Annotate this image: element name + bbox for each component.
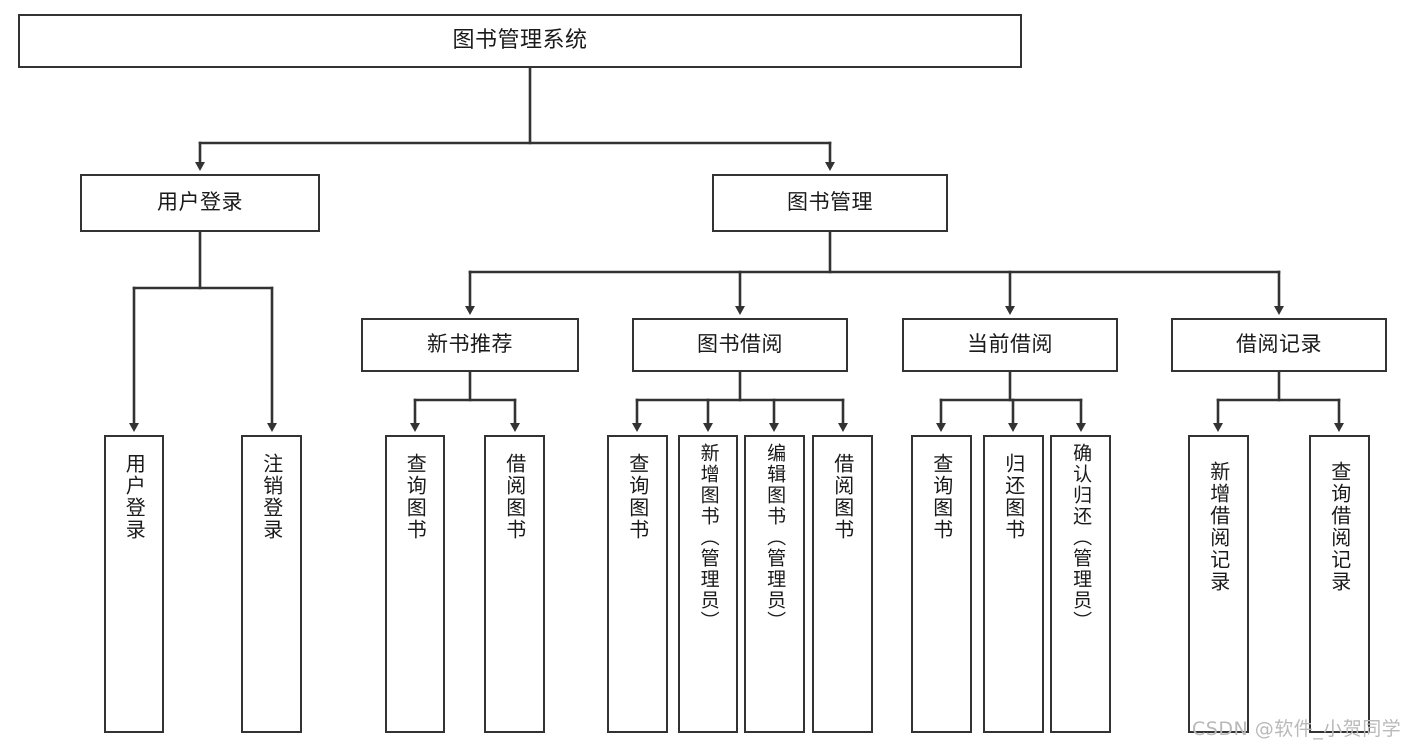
node-leaf-confirm-return-label: 确认归还（管理员）	[1070, 443, 1093, 632]
node-leaf-return-book[interactable]: 归还图书	[983, 435, 1044, 733]
node-leaf-user-login-label: 用户登录	[122, 453, 147, 541]
node-root-system[interactable]: 图书管理系统	[18, 14, 1022, 68]
node-leaf-query-book-2[interactable]: 查询图书	[607, 435, 668, 733]
node-user-login[interactable]: 用户登录	[80, 174, 320, 232]
node-root-system-label: 图书管理系统	[452, 28, 588, 54]
node-leaf-query-book-2-label: 查询图书	[625, 453, 650, 541]
node-new-book-recommend-label: 新书推荐	[427, 332, 513, 357]
node-leaf-add-book-label: 新增图书（管理员）	[697, 443, 720, 632]
node-new-book-recommend[interactable]: 新书推荐	[361, 318, 579, 372]
node-leaf-query-record[interactable]: 查询借阅记录	[1309, 435, 1370, 733]
node-leaf-add-record-label: 新增借阅记录	[1206, 461, 1231, 593]
node-borrow-record-label: 借阅记录	[1236, 332, 1322, 357]
node-leaf-borrow-book-1[interactable]: 借阅图书	[484, 435, 545, 733]
node-leaf-borrow-book-2-label: 借阅图书	[830, 453, 855, 541]
node-leaf-add-book[interactable]: 新增图书（管理员）	[678, 435, 738, 733]
node-leaf-add-record[interactable]: 新增借阅记录	[1188, 435, 1249, 733]
node-leaf-query-book-1-label: 查询图书	[403, 453, 428, 541]
node-leaf-query-book-3-label: 查询图书	[929, 453, 954, 541]
node-borrow-record[interactable]: 借阅记录	[1171, 318, 1387, 372]
node-leaf-query-book-1[interactable]: 查询图书	[385, 435, 445, 733]
node-leaf-return-book-label: 归还图书	[1001, 453, 1026, 541]
node-leaf-query-record-label: 查询借阅记录	[1327, 461, 1352, 593]
node-leaf-borrow-book-2[interactable]: 借阅图书	[812, 435, 873, 733]
node-leaf-query-book-3[interactable]: 查询图书	[911, 435, 972, 733]
node-user-login-label: 用户登录	[157, 190, 243, 215]
node-book-borrow[interactable]: 图书借阅	[632, 318, 848, 372]
node-leaf-user-login[interactable]: 用户登录	[104, 435, 164, 733]
node-leaf-borrow-book-1-label: 借阅图书	[502, 453, 527, 541]
node-current-borrow[interactable]: 当前借阅	[902, 318, 1118, 372]
node-leaf-confirm-return[interactable]: 确认归还（管理员）	[1050, 435, 1111, 733]
node-leaf-edit-book[interactable]: 编辑图书（管理员）	[744, 435, 805, 733]
node-book-manage-label: 图书管理	[787, 190, 873, 215]
node-book-borrow-label: 图书借阅	[697, 332, 783, 357]
node-leaf-user-logout-label: 注销登录	[259, 453, 284, 541]
node-current-borrow-label: 当前借阅	[967, 332, 1053, 357]
csdn-watermark: CSDN @软件_小贺同学	[1192, 718, 1402, 740]
node-leaf-edit-book-label: 编辑图书（管理员）	[764, 443, 787, 632]
node-book-manage[interactable]: 图书管理	[712, 174, 948, 232]
node-leaf-user-logout[interactable]: 注销登录	[241, 435, 302, 733]
